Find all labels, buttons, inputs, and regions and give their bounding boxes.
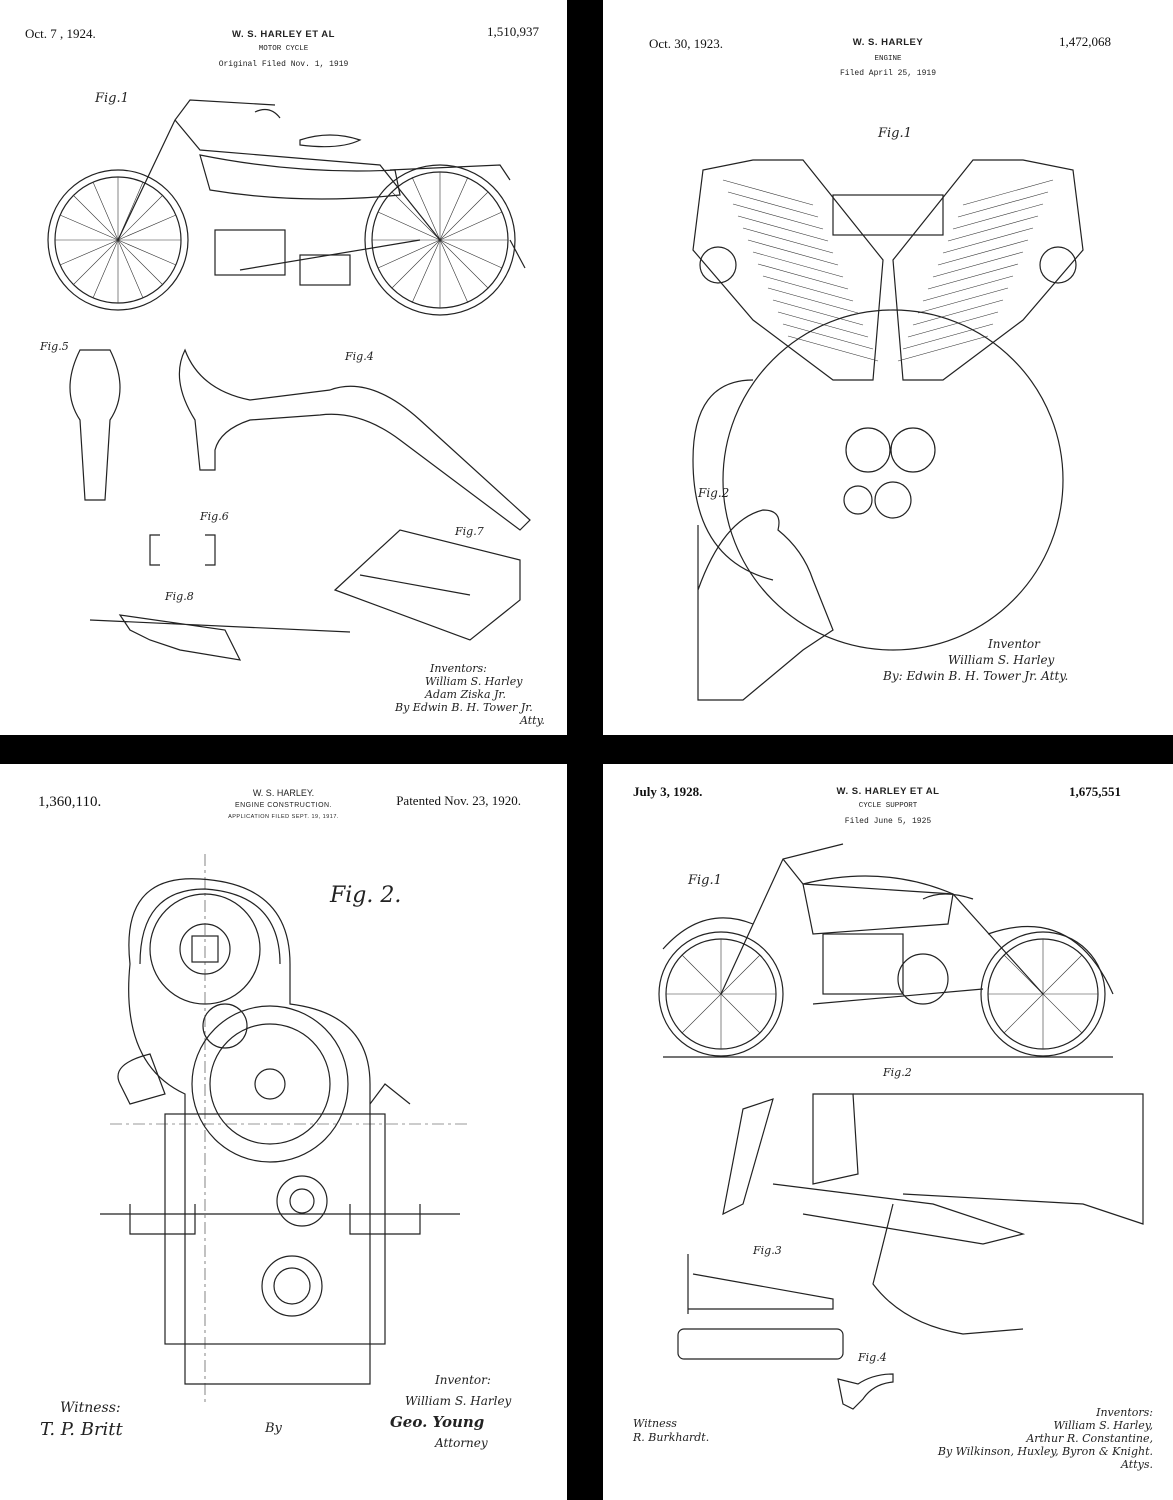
bracket-plate bbox=[333, 529, 521, 641]
cooling-fin bbox=[952, 203, 1044, 230]
cooling-fin bbox=[767, 287, 859, 314]
cooling-fin bbox=[947, 215, 1039, 242]
cooling-fin bbox=[912, 299, 1004, 326]
patent-title: CYCLE SUPPORT bbox=[858, 802, 918, 810]
engine-drawing: Fig.1 Fig.2 bbox=[692, 126, 1084, 701]
cooling-fin bbox=[942, 227, 1034, 254]
patent-date: July 3, 1928. bbox=[633, 784, 703, 799]
witness-block: Witness R. Burkhardt. bbox=[633, 1417, 710, 1444]
patent-number: 1,472,068 bbox=[1059, 34, 1111, 49]
crankcase bbox=[692, 309, 1064, 651]
figure-label: Fig.2 bbox=[697, 486, 729, 500]
frame bbox=[662, 843, 1114, 1005]
figure-label: Fig.1 bbox=[877, 126, 912, 141]
figure-label: Fig.1 bbox=[94, 91, 129, 106]
patent-engine: Oct. 30, 1923. 1,472,068 W. S. HARLEY EN… bbox=[603, 0, 1173, 735]
cooling-fin bbox=[962, 179, 1054, 206]
saddle-spring bbox=[69, 349, 121, 501]
motorcycle-drawing: Fig.1 Fig.5 Fig.4 Fig.6 Fig.7 Fig.8 bbox=[39, 91, 531, 661]
cooling-fin bbox=[907, 311, 999, 338]
filed-date: Filed June 5, 1925 bbox=[844, 817, 932, 826]
cooling-fin bbox=[757, 263, 849, 290]
cooling-fin bbox=[922, 275, 1014, 302]
figure-label: Fig. 2. bbox=[329, 883, 401, 908]
patent-engine-construction: 1,360,110. Patented Nov. 23, 1920. W. S.… bbox=[0, 764, 567, 1500]
figure-label: Fig.4 bbox=[857, 1351, 887, 1364]
cooling-fin bbox=[727, 191, 819, 218]
signature-block: Inventors: William S. Harley, Arthur R. … bbox=[937, 1406, 1153, 1471]
figure-label: Fig.8 bbox=[164, 590, 194, 603]
cooling-fin bbox=[772, 299, 864, 326]
cooling-fin bbox=[902, 323, 994, 350]
lever-assembly bbox=[89, 614, 351, 661]
figure-label: Fig.7 bbox=[454, 525, 484, 538]
cover-section bbox=[697, 509, 834, 701]
figure-label: Fig.6 bbox=[199, 510, 229, 523]
cooling-fin bbox=[937, 239, 1029, 266]
patent-number: 1,675,551 bbox=[1069, 784, 1121, 799]
signature-block: Inventors: William S. Harley Adam Ziska … bbox=[395, 662, 545, 727]
figure-label: Fig.5 bbox=[39, 340, 69, 353]
cooling-fin bbox=[732, 203, 824, 230]
patent-title: ENGINE bbox=[874, 55, 902, 63]
cooling-fin bbox=[927, 263, 1019, 290]
frame bbox=[117, 99, 526, 286]
cooling-fin bbox=[897, 335, 989, 362]
patent-number: 1,510,937 bbox=[487, 24, 539, 39]
patent-date: Oct. 7 , 1924. bbox=[25, 26, 96, 41]
by-label: By bbox=[265, 1421, 282, 1436]
figure-label: Fig.3 bbox=[752, 1244, 782, 1257]
patent-title: ENGINE CONSTRUCTION. bbox=[234, 802, 333, 809]
patent-date: Patented Nov. 23, 1920. bbox=[396, 793, 521, 808]
patent-cycle-support: July 3, 1928. 1,675,551 W. S. HARLEY ET … bbox=[603, 764, 1173, 1500]
cooling-fin bbox=[722, 179, 814, 206]
inventor-header: W. S. HARLEY ET AL bbox=[232, 29, 335, 40]
lever-detail bbox=[677, 1254, 844, 1360]
cooling-fin bbox=[782, 323, 874, 350]
inventor-header: W. S. HARLEY. bbox=[252, 788, 315, 798]
patent-number: 1,360,110. bbox=[38, 794, 102, 810]
patent-date: Oct. 30, 1923. bbox=[649, 36, 724, 51]
filed-date: Filed April 25, 1919 bbox=[839, 69, 936, 78]
patent-title: MOTOR CYCLE bbox=[258, 45, 309, 53]
cooling-fin bbox=[787, 335, 879, 362]
cooling-fin bbox=[737, 215, 829, 242]
gear-case-drawing: Fig. 2. bbox=[100, 854, 470, 1404]
cooling-fin bbox=[752, 251, 844, 278]
figure-label: Fig.4 bbox=[344, 350, 374, 363]
figure-label: Fig.1 bbox=[687, 873, 722, 888]
inventor-header: W. S. HARLEY ET AL bbox=[836, 786, 940, 797]
latch-detail bbox=[837, 1373, 894, 1410]
tank-frame-member bbox=[178, 348, 531, 531]
cooling-fin bbox=[917, 287, 1009, 314]
signature-block: Inventor William S. Harley By: Edwin B. … bbox=[883, 637, 1069, 683]
cooling-fin bbox=[747, 239, 839, 266]
filed-date: APPLICATION FILED SEPT. 19, 1917. bbox=[228, 814, 339, 820]
v-twin-cylinders bbox=[692, 159, 1084, 381]
channel-section bbox=[149, 534, 216, 566]
cooling-fin bbox=[762, 275, 854, 302]
stand-detail bbox=[722, 1093, 1144, 1335]
cooling-fins bbox=[722, 179, 1054, 362]
figure-label: Fig.2 bbox=[882, 1066, 912, 1079]
witness-block: Witness: T. P. Britt bbox=[40, 1400, 123, 1440]
cooling-fin bbox=[742, 227, 834, 254]
filed-date: Original Filed Nov. 1, 1919 bbox=[218, 60, 349, 69]
patent-motor-cycle: Oct. 7 , 1924. 1,510,937 W. S. HARLEY ET… bbox=[0, 0, 567, 735]
inventor-header: W. S. HARLEY bbox=[852, 37, 924, 48]
gear-case bbox=[100, 854, 470, 1404]
cooling-fin bbox=[957, 191, 1049, 218]
cycle-support-drawing: Fig.1 Fig.2 Fig.3 bbox=[658, 843, 1144, 1410]
signature-block: Inventor: William S. Harley Geo. Young A… bbox=[390, 1373, 512, 1450]
cooling-fin bbox=[932, 251, 1024, 278]
